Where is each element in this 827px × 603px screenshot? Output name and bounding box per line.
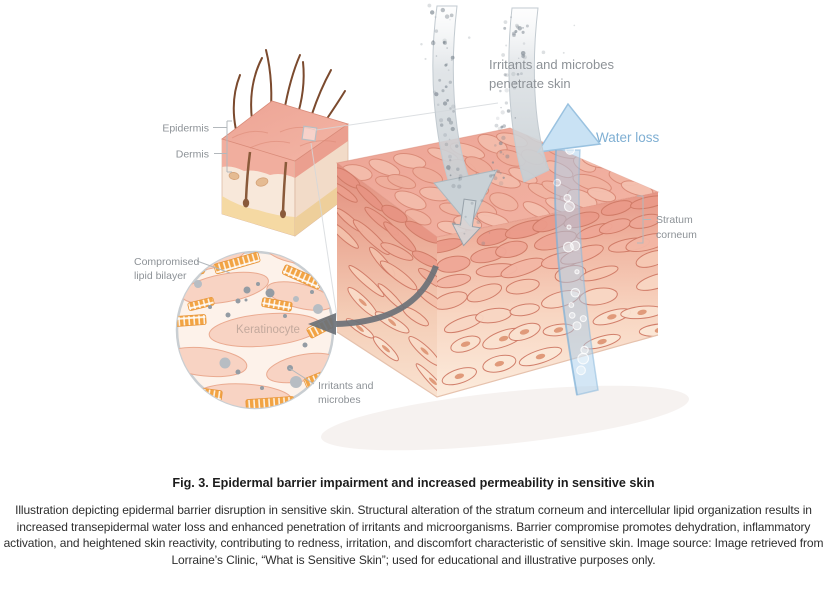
lipid-bilayer-inset [175, 250, 335, 410]
stratum-corneum-label-line2: corneum [656, 229, 697, 241]
compromised-lipid-label-line1: Compromised [134, 256, 200, 268]
penetration-label-line1: Irritants and microbes [489, 57, 614, 72]
microbe-particles [194, 280, 323, 390]
stratum-corneum-bracket [637, 195, 651, 244]
keratinocyte-label: Keratinocyte [236, 324, 300, 336]
irritants-pointer-line [288, 367, 315, 385]
stratum-corneum-label-line1: Stratum [656, 214, 693, 226]
irritants-inset-label-line1: Irritants and [318, 380, 374, 392]
zoom-indicator-square [301, 125, 318, 142]
cube-shadow [320, 385, 690, 451]
small-skin-cube [221, 49, 349, 237]
water-loss-arrow [536, 102, 602, 396]
skin-barrier-illustration: Irritants and microbes penetrate skin Wa… [134, 3, 697, 451]
irritant-particles [420, 3, 576, 246]
hair-follicles [228, 151, 288, 219]
irritant-arrows [420, 3, 576, 247]
dermis-label: Dermis [176, 149, 209, 161]
zoom-connector-lines [310, 102, 499, 331]
skin-layer-bracket [213, 120, 232, 173]
magnifier-arrow [308, 264, 439, 335]
irritants-inset-label-line2: microbes [318, 394, 361, 406]
subsurface-arrow [451, 198, 482, 247]
annotations: Irritants and microbes penetrate skin Wa… [134, 57, 697, 406]
water-loss-label: Water loss [596, 130, 660, 145]
penetration-label-line2: penetrate skin [489, 76, 571, 91]
epidermis-label: Epidermis [162, 123, 209, 135]
main-skin-cube [335, 127, 660, 398]
compromised-pointer-line [196, 260, 231, 274]
figure-description: Illustration depicting epidermal barrier… [3, 503, 824, 567]
keratinocyte-cells [177, 252, 333, 408]
figure-caption: Fig. 3. Epidermal barrier impairment and… [172, 476, 655, 490]
compromised-lipid-label-line2: lipid bilayer [134, 270, 187, 282]
